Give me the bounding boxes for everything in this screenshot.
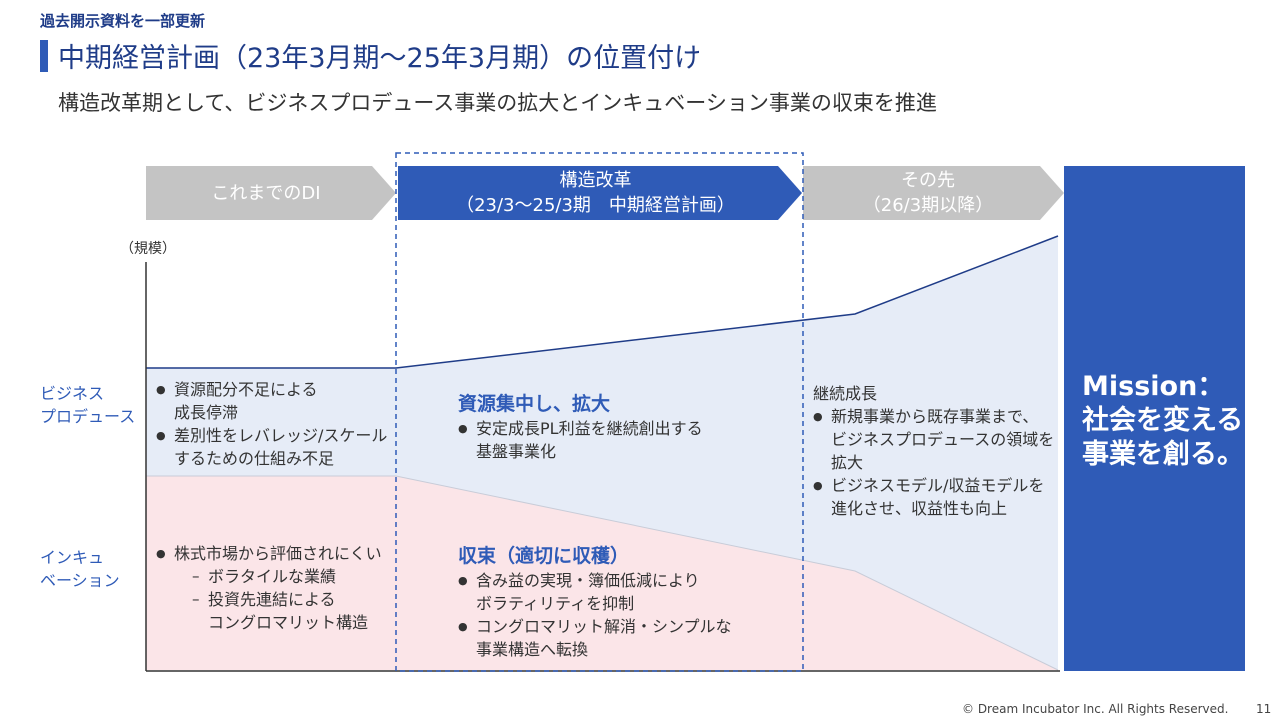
- list-item: 投資先連結による: [156, 588, 396, 611]
- phase-current-label: 構造改革 （23/3～25/3期 中期経営計画）: [398, 168, 793, 218]
- phase-future-title: その先: [901, 170, 955, 191]
- list-item: 基盤事業化: [476, 442, 557, 461]
- list-item: ビジネスプロデュースの領域を: [831, 430, 1055, 449]
- mission-label: Mission：: [1082, 371, 1225, 402]
- mission-line-1: 社会を変える: [1082, 405, 1244, 436]
- list-item: 安定成長PL利益を継続創出する: [458, 417, 788, 440]
- row-label-business-produce: ビジネス プロデュース: [40, 384, 136, 426]
- biz-past-bullets: 資源配分不足による 成長停滞 差別性をレバレッジ/スケール するための仕組み不足: [156, 378, 396, 470]
- chevron-future: [803, 166, 1064, 220]
- biz-future-headline: 継続成長: [813, 384, 878, 403]
- list-item: 拡大: [831, 453, 864, 472]
- title-accent-bar: [40, 40, 48, 72]
- incu-past-bullets: 株式市場から評価されにくい ボラタイルな業績 投資先連結による コングロマリット…: [156, 542, 396, 634]
- biz-future-bullets: 新規事業から既存事業まで、 ビジネスプロデュースの領域を 拡大 ビジネスモデル/…: [813, 405, 1058, 520]
- chevron-past: [146, 166, 396, 220]
- phase-past-label: これまでのDI: [211, 183, 321, 204]
- list-item: ビジネスモデル/収益モデルを: [813, 474, 1058, 497]
- list-item: コングロマリット解消・シンプルな: [458, 615, 788, 638]
- growth-line: [146, 235, 1059, 369]
- boundary-line: [146, 475, 1059, 671]
- incu-current-bullets: 含み益の実現・簿価低減により ボラティリティを抑制 コングロマリット解消・シンプ…: [458, 569, 788, 661]
- list-item: 進化させ、収益性も向上: [831, 499, 1008, 518]
- mission-line-2: 事業を創る。: [1082, 439, 1244, 470]
- list-item: 成長停滞: [174, 403, 239, 422]
- phase-future-period: （26/3期以降）: [862, 195, 994, 216]
- page-subtitle: 構造改革期として、ビジネスプロデュース事業の拡大とインキュベーション事業の収束を…: [58, 91, 937, 115]
- list-item: 新規事業から既存事業まで、: [813, 405, 1058, 428]
- biz-area: [146, 236, 1058, 670]
- list-item: 事業構造へ転換: [476, 640, 589, 659]
- update-note: 過去開示資料を一部更新: [40, 12, 206, 30]
- biz-current-bullets: 安定成長PL利益を継続創出する 基盤事業化: [458, 417, 788, 463]
- list-item: コングロマリット構造: [208, 613, 369, 632]
- phase-current-period: （23/3～25/3期 中期経営計画）: [456, 195, 735, 216]
- phase-future-label: その先 （26/3期以降）: [803, 168, 1053, 218]
- list-item: 資源配分不足による: [156, 378, 396, 401]
- biz-current-headline: 資源集中し、拡大: [458, 393, 611, 415]
- current-phase-highlight: [395, 152, 804, 672]
- list-item: するための仕組み不足: [174, 449, 335, 468]
- list-item: 株式市場から評価されにくい: [156, 542, 396, 565]
- list-item: 含み益の実現・簿価低減により: [458, 569, 788, 592]
- incu-current-headline: 収束（適切に収穫）: [458, 545, 630, 567]
- list-item: 差別性をレバレッジ/スケール: [156, 424, 396, 447]
- row-label-incubation: インキュ ベーション: [40, 548, 120, 590]
- y-axis-label: （規模）: [120, 241, 176, 257]
- copyright-footer: © Dream Incubator Inc. All Rights Reserv…: [962, 702, 1229, 716]
- list-item: ボラティリティを抑制: [476, 594, 635, 613]
- phase-current-title: 構造改革: [559, 170, 632, 191]
- chevron-current: [398, 166, 802, 220]
- page-title: 中期経営計画（23年3月期～25年3月期）の位置付け: [58, 43, 702, 74]
- page-number: 11: [1256, 702, 1272, 716]
- list-item: ボラタイルな業績: [156, 565, 396, 588]
- mission-panel: [1064, 166, 1245, 671]
- mission-statement: Mission： 社会を変える 事業を創る。: [1082, 370, 1244, 472]
